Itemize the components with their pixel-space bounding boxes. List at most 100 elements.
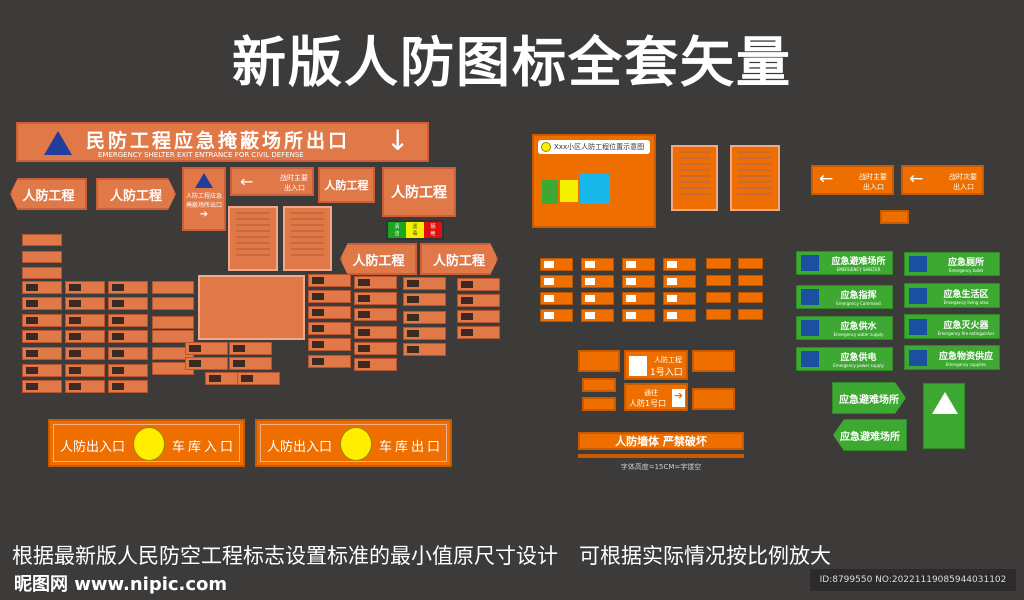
arrow-left-icon: ← <box>819 169 834 189</box>
small-tile <box>65 314 105 327</box>
status-filter: 滤毒 <box>406 222 424 238</box>
small-tile <box>354 308 397 321</box>
arrow-right-icon: ➔ <box>199 209 209 220</box>
status-char: 洁 <box>394 231 400 237</box>
tile-icon <box>407 296 419 303</box>
small-tile <box>706 292 731 303</box>
small-tile <box>663 275 696 288</box>
green-sign-cn: 应急避难场所 <box>831 257 886 267</box>
shelter-exit-banner: 民防工程应急掩蔽场所出口 EMERGENCY SHELTER EXIT ENTR… <box>16 122 429 162</box>
small-tile <box>622 275 655 288</box>
small-tile <box>738 258 763 269</box>
arrow-left-icon: ← <box>240 172 254 191</box>
small-tile <box>22 364 62 377</box>
small-tile <box>65 330 105 343</box>
small-tile <box>65 347 105 360</box>
tile-icon <box>626 312 636 319</box>
arrow-right-icon: ➔ <box>672 389 685 407</box>
small-tile <box>308 355 351 368</box>
label-2: 掩蔽场所出口 <box>185 202 222 209</box>
status-char: 滤 <box>412 224 418 230</box>
tile-icon <box>358 361 370 368</box>
green-sign-icon <box>909 349 927 366</box>
wall-warning-label: 人防墙体 严禁破坏 <box>615 435 707 448</box>
garage-sign-1: 人防出入口车库出口 <box>255 419 452 467</box>
small-tile <box>403 311 446 324</box>
tile-icon <box>461 297 473 304</box>
entry-2-sign: 通往 人防1号口 ➔ <box>624 383 688 411</box>
arrow-left-icon: ← <box>909 169 924 189</box>
small-tile <box>229 357 272 370</box>
green-sign-icon <box>801 289 819 305</box>
running-man-icon <box>932 392 958 414</box>
floor-plan-board <box>198 275 305 340</box>
small-tile <box>403 343 446 356</box>
green-sign-icon <box>801 351 819 367</box>
map-zone <box>560 180 578 202</box>
label-1: 战时主要 <box>280 174 308 182</box>
tile-icon <box>544 295 554 302</box>
label-2: 人防1号口 <box>629 399 667 408</box>
map-zone <box>580 174 610 204</box>
tile-icon <box>112 333 124 340</box>
small-tile <box>706 309 731 320</box>
tile-icon <box>69 284 81 291</box>
small-tile <box>622 258 655 271</box>
label-1: 战时主要 <box>859 173 887 181</box>
small-tile <box>403 277 446 290</box>
tile-icon <box>461 281 473 288</box>
label-2: 1号入口 <box>650 368 683 378</box>
rf-label: 人防工程 <box>432 253 485 269</box>
status-char: 清 <box>394 224 400 230</box>
small-tile <box>152 297 194 310</box>
tile-icon <box>358 311 370 318</box>
map-header: Xxx小区人防工程位置示意图 <box>538 140 650 154</box>
rf-sign-left: 人防工程 <box>10 178 87 210</box>
small-tile <box>354 326 397 339</box>
rules-document-4 <box>730 145 780 211</box>
green-sign-icon <box>909 318 927 335</box>
tile-icon <box>26 367 38 374</box>
green-sign-en: Emergency fire extinguisher <box>937 330 995 336</box>
yellow-circle <box>133 427 165 461</box>
tile-icon <box>667 278 677 285</box>
small-tile <box>108 380 148 393</box>
yellow-circle <box>340 427 372 461</box>
tile-icon <box>626 295 636 302</box>
tile-icon <box>26 300 38 307</box>
tile-icon <box>69 367 81 374</box>
tile-icon <box>358 345 370 352</box>
tile-icon <box>544 312 554 319</box>
rf-label: 人防工程 <box>22 188 75 204</box>
small-tile <box>457 310 500 323</box>
tile-icon <box>69 300 81 307</box>
small-tile <box>22 234 62 246</box>
tile-icon <box>69 333 81 340</box>
tile-icon <box>407 314 419 321</box>
small-tile <box>403 293 446 306</box>
rf-sign-right-2: 人防工程 <box>420 243 498 275</box>
wall-strip <box>578 454 744 458</box>
garage-right-label: 车库入口 <box>172 440 237 455</box>
tile-icon <box>69 350 81 357</box>
shelter-arrow-left: 应急避难场所 <box>833 419 907 451</box>
label-1: 人防工程 <box>654 356 682 364</box>
small-tile <box>308 322 351 335</box>
rules-document-3 <box>671 145 718 211</box>
tile-icon <box>112 284 124 291</box>
tile-icon <box>26 350 38 357</box>
tile-icon <box>312 293 324 300</box>
plate-small <box>578 350 620 372</box>
small-tile <box>738 309 763 320</box>
shelter-warning-icon <box>44 131 72 155</box>
small-tile <box>22 281 62 294</box>
green-sign-cn: 应急厕所 <box>947 258 984 268</box>
exit-sub-sign-large: ← 战时次要 出入口 <box>901 165 984 195</box>
small-tile <box>22 297 62 310</box>
tile-icon <box>358 295 370 302</box>
tile-icon <box>312 277 324 284</box>
small-tile <box>22 251 62 263</box>
